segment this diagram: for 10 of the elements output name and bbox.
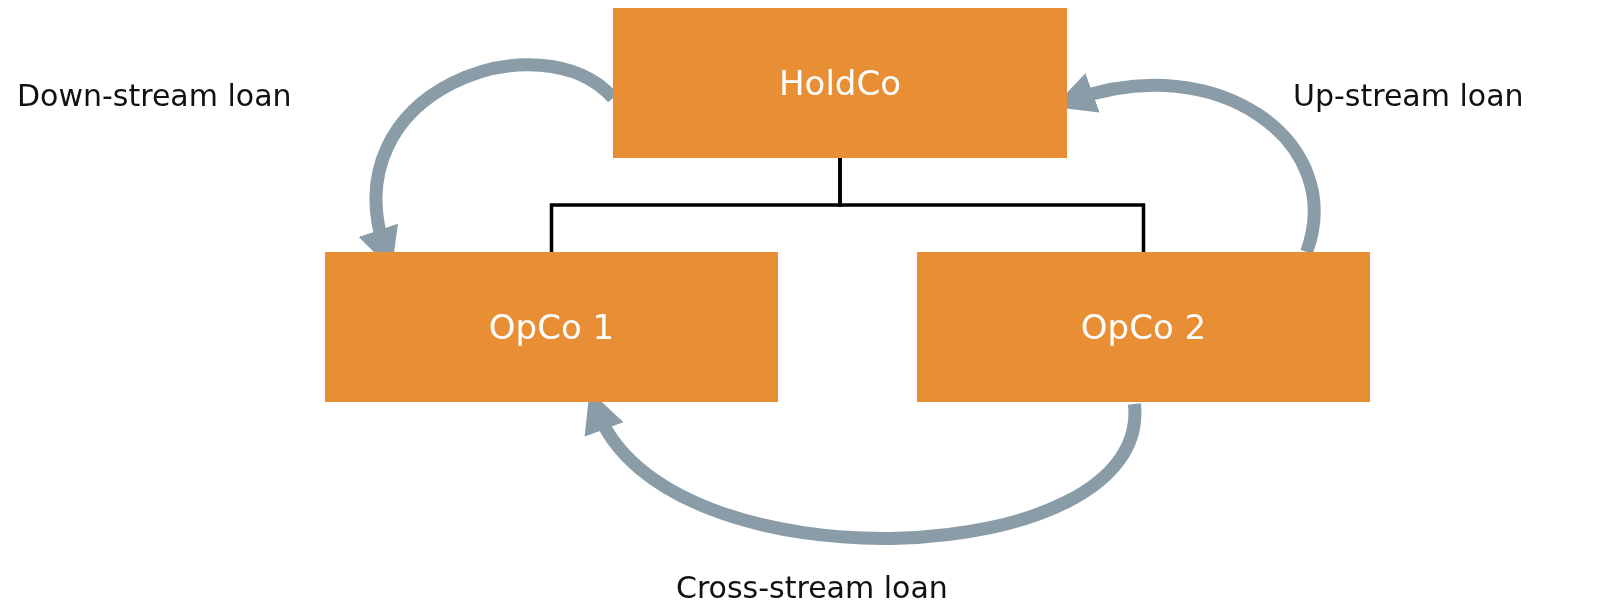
entity-name: HoldCo <box>779 63 901 103</box>
entity-box <box>613 8 1067 158</box>
edge-label: Up-stream loan <box>1293 78 1524 113</box>
entity-box <box>325 252 778 402</box>
edge-label: Down-stream loan <box>17 78 292 113</box>
entity-box <box>917 252 1370 402</box>
entity-name: OpCo 2 <box>1080 307 1207 347</box>
entity-name: OpCo 1 <box>488 307 615 347</box>
edge-label: Cross-stream loan <box>676 570 948 605</box>
connector-line <box>838 158 1146 252</box>
